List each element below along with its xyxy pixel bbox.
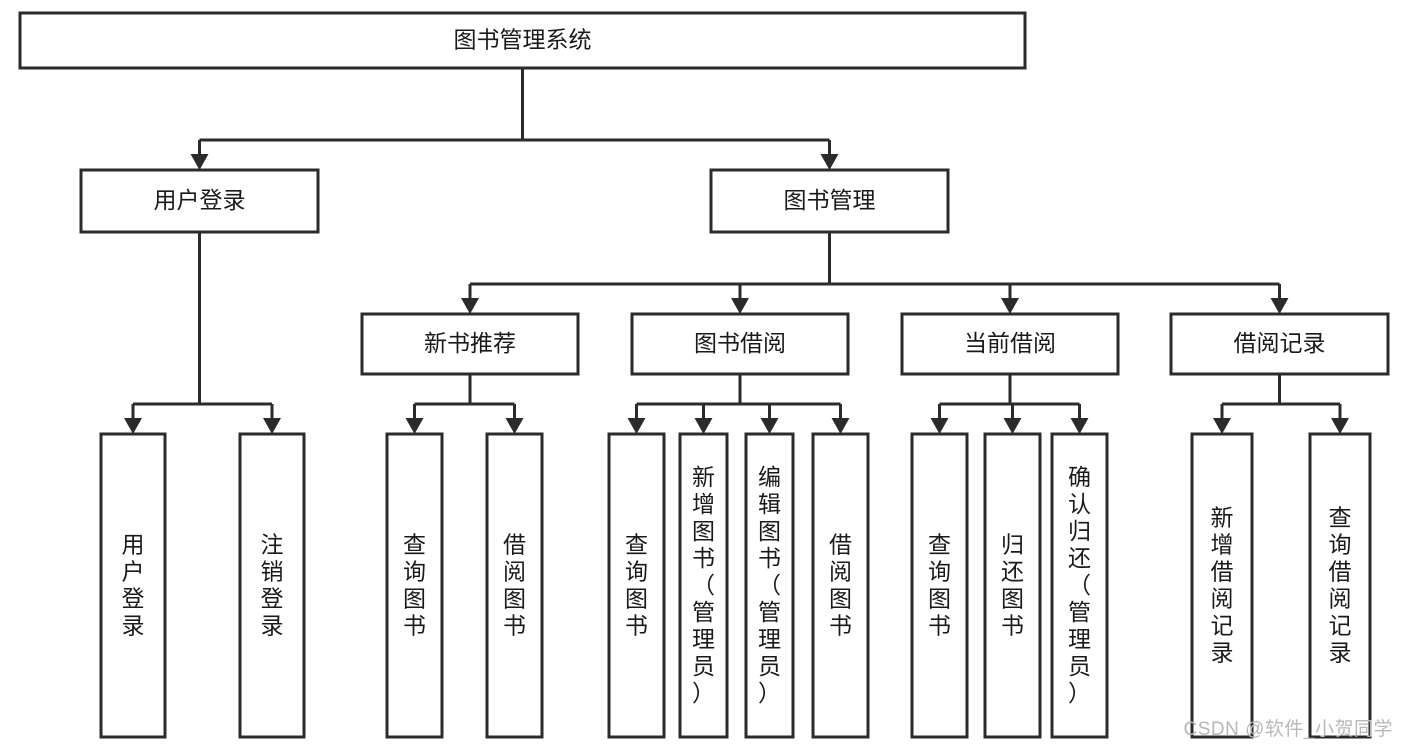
arrow-head-icon bbox=[930, 418, 949, 434]
node-box[interactable] bbox=[385, 432, 444, 739]
arrow-head-icon bbox=[505, 418, 524, 434]
node-box[interactable] bbox=[811, 432, 870, 739]
node-box[interactable] bbox=[744, 432, 795, 739]
node-label: 借阅记录 bbox=[1234, 330, 1326, 356]
edge-group bbox=[627, 374, 850, 434]
node-box[interactable] bbox=[360, 312, 580, 376]
node-l2_3[interactable]: 借阅记录 bbox=[1169, 312, 1390, 376]
edge-group bbox=[930, 374, 1089, 434]
edge-group bbox=[1213, 374, 1349, 434]
node-label: 编辑图书（管理员） bbox=[758, 464, 781, 706]
arrow-head-icon bbox=[760, 418, 779, 434]
edge-group bbox=[190, 68, 839, 170]
node-leaf_12[interactable]: 查询借阅记录 bbox=[1308, 432, 1372, 739]
edge-group bbox=[461, 232, 1289, 314]
connectors-layer bbox=[124, 68, 1349, 434]
arrow-head-icon bbox=[831, 418, 850, 434]
node-leaf_11[interactable]: 新增借阅记录 bbox=[1190, 432, 1254, 739]
node-root[interactable]: 图书管理系统 bbox=[18, 11, 1027, 70]
node-box[interactable] bbox=[1308, 432, 1372, 739]
node-label: 查询图书 bbox=[625, 532, 648, 639]
node-label: 新增借阅记录 bbox=[1211, 505, 1234, 666]
node-box[interactable] bbox=[18, 11, 1027, 70]
node-leaf_8[interactable]: 查询图书 bbox=[910, 432, 969, 739]
node-box[interactable] bbox=[1190, 432, 1254, 739]
arrow-head-icon bbox=[263, 418, 281, 434]
node-leaf_4[interactable]: 查询图书 bbox=[607, 432, 666, 739]
node-l1_0[interactable]: 用户登录 bbox=[79, 168, 320, 234]
node-label: 查询图书 bbox=[928, 532, 951, 639]
node-l2_2[interactable]: 当前借阅 bbox=[900, 312, 1120, 376]
node-box[interactable] bbox=[607, 432, 666, 739]
node-leaf_10[interactable]: 确认归还（管理员） bbox=[1050, 432, 1109, 739]
node-box[interactable] bbox=[79, 168, 320, 234]
node-label: 归还图书 bbox=[1001, 532, 1024, 639]
arrow-head-icon bbox=[1270, 298, 1289, 314]
arrow-head-icon bbox=[731, 298, 749, 314]
arrow-head-icon bbox=[190, 154, 209, 170]
node-box[interactable] bbox=[910, 432, 969, 739]
node-label: 注销登录 bbox=[261, 532, 284, 639]
node-l1_1[interactable]: 图书管理 bbox=[709, 168, 950, 234]
arrow-head-icon bbox=[405, 418, 424, 434]
node-leaf_6[interactable]: 编辑图书（管理员） bbox=[744, 432, 795, 739]
nodes-layer: 图书管理系统用户登录图书管理新书推荐图书借阅当前借阅借阅记录用户登录注销登录查询… bbox=[18, 11, 1390, 739]
node-leaf_3[interactable]: 借阅图书 bbox=[485, 432, 544, 739]
arrow-head-icon bbox=[124, 418, 142, 434]
node-box[interactable] bbox=[678, 432, 729, 739]
arrow-head-icon bbox=[1003, 418, 1022, 434]
node-box[interactable] bbox=[983, 432, 1042, 739]
node-l2_1[interactable]: 图书借阅 bbox=[630, 312, 850, 376]
edge-group bbox=[124, 232, 281, 434]
node-label: 借阅图书 bbox=[829, 532, 852, 639]
node-label: 用户登录 bbox=[154, 187, 246, 213]
node-label: 新书推荐 bbox=[424, 330, 516, 356]
node-leaf_2[interactable]: 查询图书 bbox=[385, 432, 444, 739]
node-l2_0[interactable]: 新书推荐 bbox=[360, 312, 580, 376]
node-label: 查询图书 bbox=[403, 532, 426, 639]
node-box[interactable] bbox=[485, 432, 544, 739]
arrow-head-icon bbox=[694, 418, 713, 434]
node-label: 图书借阅 bbox=[694, 330, 786, 356]
node-leaf_5[interactable]: 新增图书（管理员） bbox=[678, 432, 729, 739]
node-leaf_7[interactable]: 借阅图书 bbox=[811, 432, 870, 739]
node-box[interactable] bbox=[238, 432, 306, 739]
node-leaf_0[interactable]: 用户登录 bbox=[99, 432, 167, 739]
arrow-head-icon bbox=[461, 298, 479, 314]
node-leaf_9[interactable]: 归还图书 bbox=[983, 432, 1042, 739]
arrow-head-icon bbox=[1213, 418, 1231, 434]
node-label: 用户登录 bbox=[122, 532, 145, 639]
arrow-head-icon bbox=[820, 154, 839, 170]
node-label: 图书管理系统 bbox=[454, 27, 592, 53]
node-label: 当前借阅 bbox=[964, 330, 1056, 356]
edge-group bbox=[405, 374, 524, 434]
node-label: 新增图书（管理员） bbox=[692, 464, 715, 706]
arrow-head-icon bbox=[627, 418, 646, 434]
arrow-head-icon bbox=[1331, 418, 1349, 434]
node-box[interactable] bbox=[1050, 432, 1109, 739]
arrow-head-icon bbox=[1070, 418, 1089, 434]
arrow-head-icon bbox=[1001, 298, 1019, 314]
node-box[interactable] bbox=[1169, 312, 1390, 376]
node-label: 查询借阅记录 bbox=[1329, 505, 1352, 666]
node-box[interactable] bbox=[630, 312, 850, 376]
node-box[interactable] bbox=[709, 168, 950, 234]
node-label: 确认归还（管理员） bbox=[1068, 464, 1091, 706]
node-label: 图书管理 bbox=[784, 187, 876, 213]
node-box[interactable] bbox=[99, 432, 167, 739]
node-label: 借阅图书 bbox=[503, 532, 526, 639]
node-box[interactable] bbox=[900, 312, 1120, 376]
node-leaf_1[interactable]: 注销登录 bbox=[238, 432, 306, 739]
